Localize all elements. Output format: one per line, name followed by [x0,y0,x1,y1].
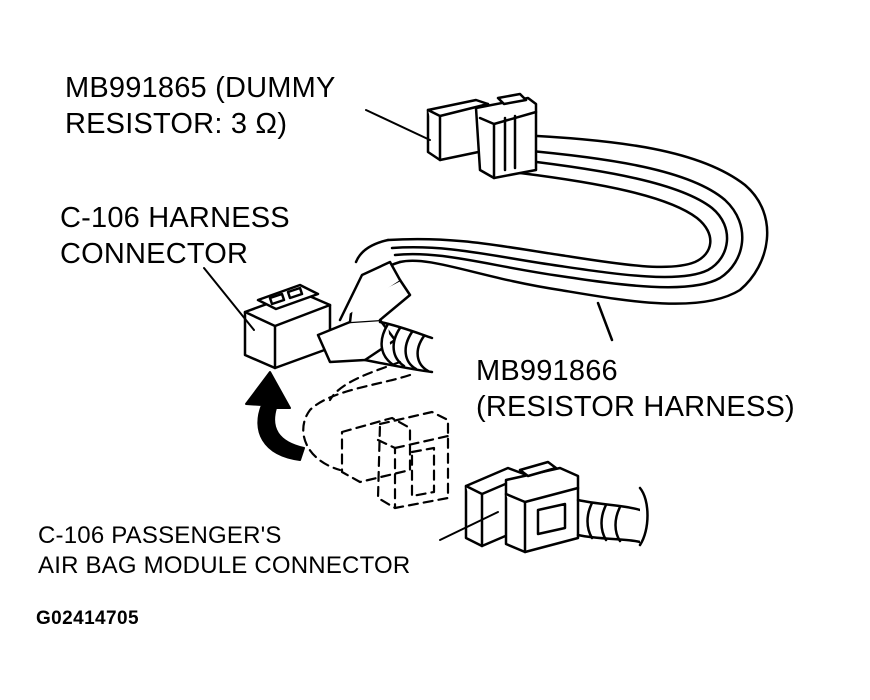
airbag-module-connector-label-line1: C-106 PASSENGER'S [38,522,282,549]
harness-connector-label-line2: CONNECTOR [60,238,249,270]
dummy-resistor-label-line2-prefix: RESISTOR: 3 [65,108,256,140]
dummy-resistor-connector [426,92,538,180]
resistor-harness-label-line1: MB991866 [476,355,618,387]
harness-connector-label-line1: C-106 HARNESS [60,202,290,234]
figure-id: G02414705 [36,608,139,629]
airbag-module-connector-label: C-106 PASSENGER'S AIR BAG MODULE CONNECT… [38,521,410,581]
dummy-resistor-label: MB991865 (DUMMY RESISTOR: 3 Ω) [65,70,336,142]
airbag-module-connector-label-line2: AIR BAG MODULE CONNECTOR [38,552,411,579]
resistor-harness-label-line2: (RESISTOR HARNESS) [476,391,795,423]
resistor-harness-label: MB991866 (RESISTOR HARNESS) [476,353,795,425]
leader-lines [203,109,499,541]
harness-connector-label: C-106 HARNESS CONNECTOR [60,200,290,272]
c106-harness-connector [243,260,434,374]
curved-up-arrow-icon [245,371,305,461]
airbag-module-connector [464,460,649,554]
ohm-symbol: Ω [255,108,278,140]
original-position-outline [302,360,450,510]
resistor-harness-cable [354,133,769,342]
dummy-resistor-label-line2: RESISTOR: 3 Ω) [65,106,336,142]
dummy-resistor-label-line2-suffix: ) [277,108,288,140]
dummy-resistor-label-line1: MB991865 (DUMMY [65,72,336,104]
